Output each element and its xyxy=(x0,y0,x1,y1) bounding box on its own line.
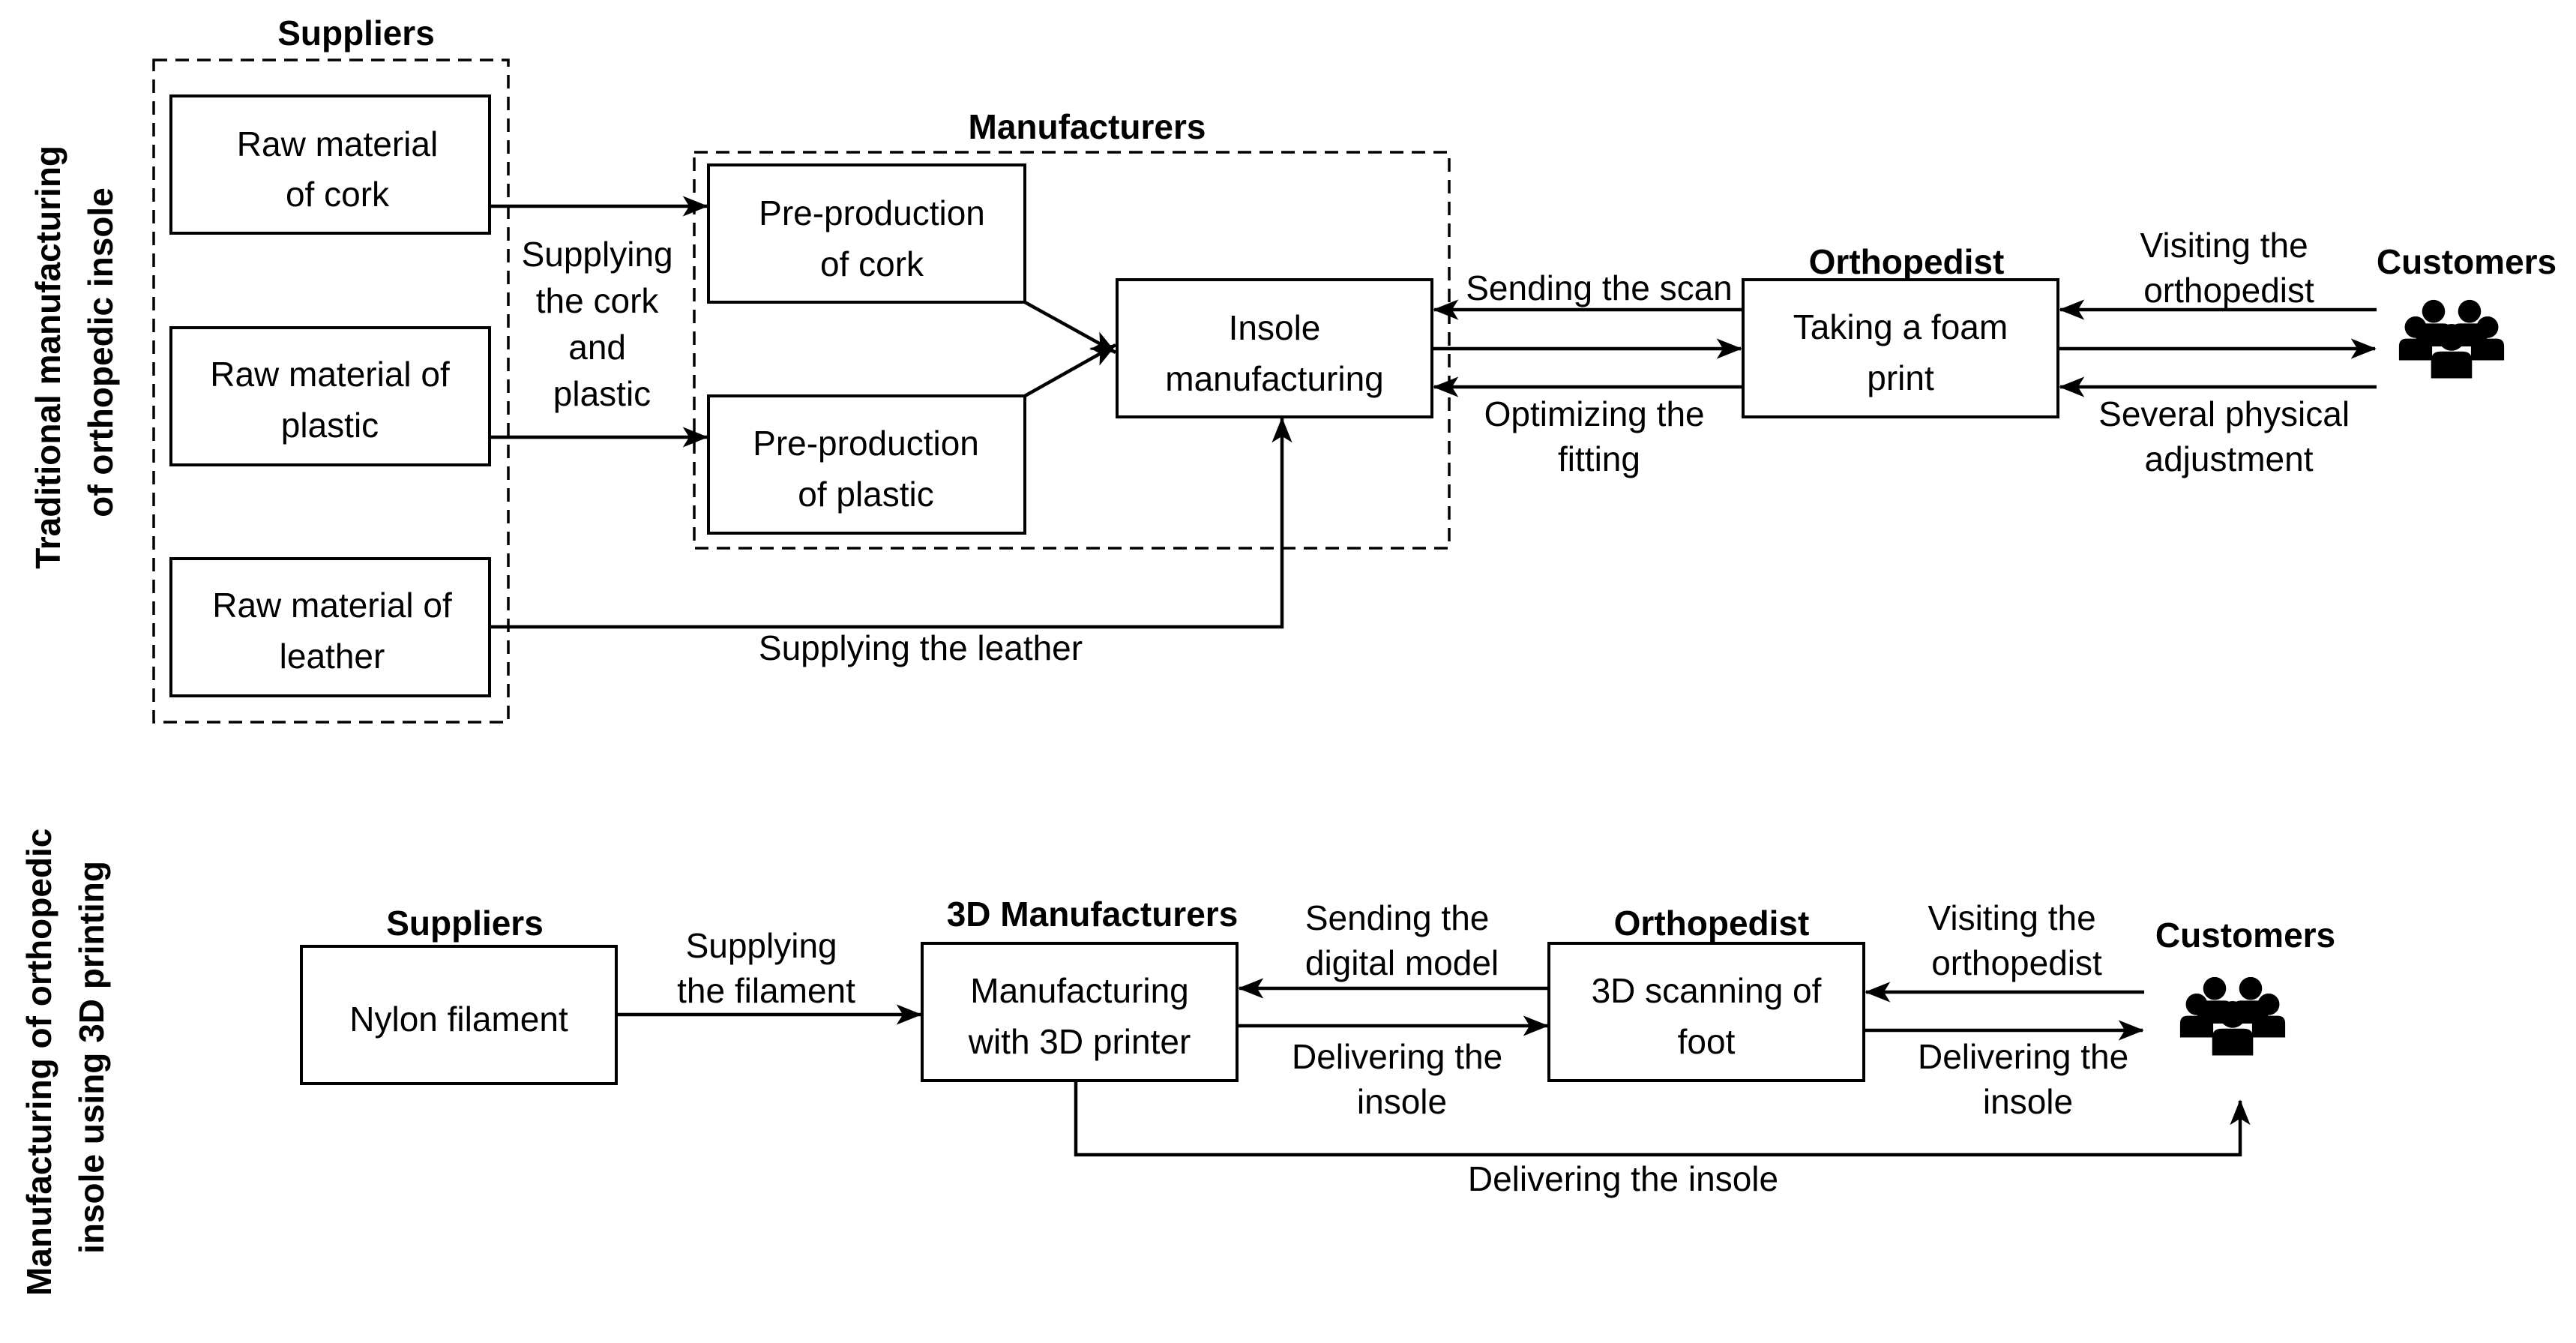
printing-section: Manufacturing of orthopedic insole using… xyxy=(19,819,2335,1297)
visiting-orthopedist-label: Visiting the orthopedist xyxy=(2140,226,2318,310)
visiting-orthopedist-3d-label: Visiting the orthopedist xyxy=(1928,898,2106,982)
delivering-mid-label: Delivering the insole xyxy=(1292,1037,1512,1121)
nylon-filament-box: Nylon filament xyxy=(300,945,618,1085)
printing-suppliers-title: Suppliers xyxy=(386,904,544,943)
traditional-section: Traditional manufacturing of orthopedic … xyxy=(28,13,2557,724)
traditional-side-label: Traditional manufacturing of orthopedic … xyxy=(28,136,120,569)
supplying-filament-label: Supplying the filament xyxy=(677,926,855,1010)
sending-scan-label: Sending the scan xyxy=(1466,268,1733,307)
suppliers-title: Suppliers xyxy=(277,13,435,52)
delivering-bottom-label: Delivering the insole xyxy=(1468,1159,1778,1198)
printing-manufacturers-title: 3D Manufacturers xyxy=(947,895,1239,934)
printing-orthopedist-title: Orthopedist xyxy=(1614,904,1810,943)
arrow-preprod-plastic-to-insole xyxy=(1023,343,1117,397)
supplying-leather-label: Supplying the leather xyxy=(759,628,1083,667)
arrow-leather-to-insole xyxy=(490,417,1292,629)
svg-text:Nylon filament: Nylon filament xyxy=(349,1000,568,1039)
optimizing-fitting-label: Optimizing the fitting xyxy=(1484,394,1715,478)
manufacturers-group xyxy=(693,151,1451,550)
customers-title: Customers xyxy=(2377,242,2557,281)
printing-side-label: Manufacturing of orthopedic insole using… xyxy=(19,819,111,1296)
orthopedist-title: Orthopedist xyxy=(1809,242,2005,281)
people-group-icon xyxy=(2398,299,2505,379)
delivering-right-label: Delivering the insole xyxy=(1918,1037,2138,1121)
printing-customers-title: Customers xyxy=(2155,916,2335,955)
arrow-delivering-insole-bottom xyxy=(1074,1081,2251,1157)
manufacturers-title: Manufacturers xyxy=(969,107,1206,146)
people-group-icon xyxy=(2179,976,2286,1056)
supplying-cork-plastic-label: Supplying the cork and plastic xyxy=(522,235,683,413)
arrow-preprod-cork-to-insole xyxy=(1023,301,1117,354)
suppliers-group xyxy=(152,58,510,724)
several-adjustment-label: Several physical adjustment xyxy=(2098,394,2359,478)
sending-model-label: Sending the digital model xyxy=(1305,898,1499,982)
